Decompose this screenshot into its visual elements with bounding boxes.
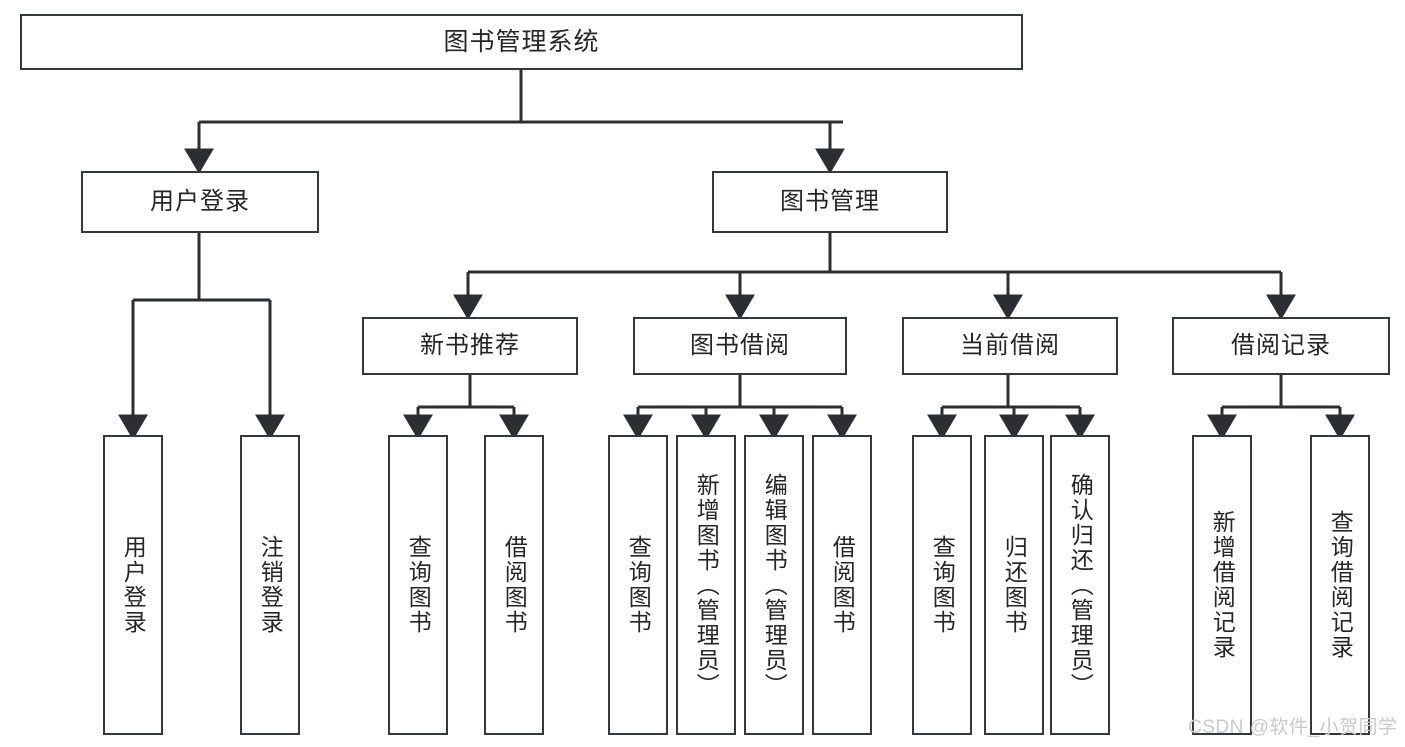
node-leaf-edit-book[interactable]: 编辑图书（管理员） [744, 435, 804, 735]
node-leaf-query-book-3[interactable]: 查询图书 [912, 435, 972, 735]
leaf-label: 借阅图书 [501, 535, 528, 635]
leaf-label: 查询借阅记录 [1327, 510, 1354, 660]
leaf-label: 编辑图书（管理员） [761, 472, 788, 698]
node-root-system[interactable]: 图书管理系统 [20, 14, 1023, 70]
node-leaf-add-borrow-record[interactable]: 新增借阅记录 [1192, 435, 1252, 735]
node-leaf-add-book[interactable]: 新增图书（管理员） [676, 435, 736, 735]
leaf-label: 借阅图书 [829, 535, 856, 635]
node-leaf-borrow-book-2[interactable]: 借阅图书 [812, 435, 872, 735]
node-book-borrow[interactable]: 图书借阅 [633, 317, 847, 375]
node-leaf-query-borrow-record[interactable]: 查询借阅记录 [1310, 435, 1370, 735]
node-leaf-query-book-2[interactable]: 查询图书 [608, 435, 668, 735]
node-borrow-record[interactable]: 借阅记录 [1172, 317, 1390, 375]
node-user-login[interactable]: 用户登录 [81, 171, 319, 233]
node-current-borrow[interactable]: 当前借阅 [902, 317, 1118, 375]
leaf-label: 查询图书 [929, 535, 956, 635]
leaf-label: 确认归还（管理员） [1067, 472, 1094, 698]
node-new-book-recommend[interactable]: 新书推荐 [362, 317, 578, 375]
node-leaf-user-logout[interactable]: 注销登录 [240, 435, 300, 735]
node-leaf-return-book[interactable]: 归还图书 [984, 435, 1044, 735]
node-leaf-query-book-1[interactable]: 查询图书 [388, 435, 448, 735]
leaf-label: 查询图书 [405, 535, 432, 635]
leaf-label: 新增图书（管理员） [693, 472, 720, 698]
node-leaf-borrow-book-1[interactable]: 借阅图书 [484, 435, 544, 735]
leaf-label: 用户登录 [120, 535, 147, 635]
node-leaf-user-login[interactable]: 用户登录 [103, 435, 163, 735]
node-book-manage[interactable]: 图书管理 [712, 171, 948, 233]
leaf-label: 查询图书 [625, 535, 652, 635]
csdn-watermark: CSDN @软件_小贺同学 [1188, 717, 1398, 738]
leaf-label: 新增借阅记录 [1209, 510, 1236, 660]
leaf-label: 归还图书 [1001, 535, 1028, 635]
node-leaf-confirm-return[interactable]: 确认归还（管理员） [1050, 435, 1110, 735]
leaf-label: 注销登录 [257, 535, 284, 635]
